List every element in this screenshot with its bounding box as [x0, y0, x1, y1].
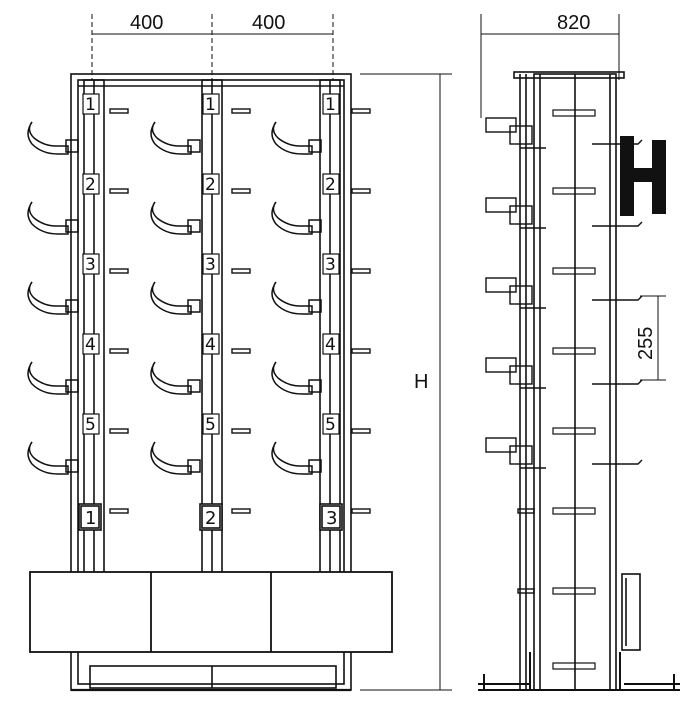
front-level-tags: [82, 93, 340, 435]
front-column-tags: [78, 503, 343, 531]
level-label: 2: [205, 175, 216, 195]
level-label: 2: [325, 175, 336, 195]
column-label: 2: [205, 508, 216, 529]
level-label: 4: [85, 335, 96, 355]
dimension-400-left: 400: [130, 12, 163, 34]
side-cabinet: [621, 573, 641, 651]
dimension-height: H: [414, 371, 428, 393]
level-label: 4: [325, 335, 336, 355]
level-label: 4: [205, 335, 216, 355]
level-label: 1: [205, 95, 216, 115]
dimension-400-right: 400: [252, 12, 285, 34]
front-base: [71, 665, 351, 692]
level-label: 2: [85, 175, 96, 195]
height-dimension-line: [360, 73, 452, 691]
pitch-dimension-line: [640, 295, 666, 381]
side-helmet-bracket: [620, 136, 666, 216]
dimension-820: 820: [557, 12, 590, 34]
front-cabinet: [29, 571, 393, 653]
side-left-pegs: [517, 508, 535, 594]
level-label: 1: [85, 95, 96, 115]
level-label: 3: [325, 255, 336, 275]
front-saddle-hooks: [27, 121, 322, 475]
side-base: [478, 652, 680, 691]
column-label: 1: [85, 508, 96, 529]
level-label: 3: [85, 255, 96, 275]
dimension-255: 255: [635, 327, 657, 360]
level-label: 3: [205, 255, 216, 275]
side-view: [478, 71, 680, 691]
level-label: 5: [85, 415, 96, 435]
level-label: 5: [325, 415, 336, 435]
side-saddle-hooks: [485, 117, 546, 469]
side-bracket-plates: [552, 109, 596, 670]
side-right-pegs: [592, 139, 643, 465]
front-view: 1 2 3 4 5 1 2 3 4 5 1 2 3 4 5 1 2: [27, 73, 393, 692]
column-label: 3: [326, 508, 337, 529]
level-label: 5: [205, 415, 216, 435]
front-pegs: [109, 108, 371, 514]
top-dimension-lines: [91, 14, 620, 118]
level-label: 1: [325, 95, 336, 115]
